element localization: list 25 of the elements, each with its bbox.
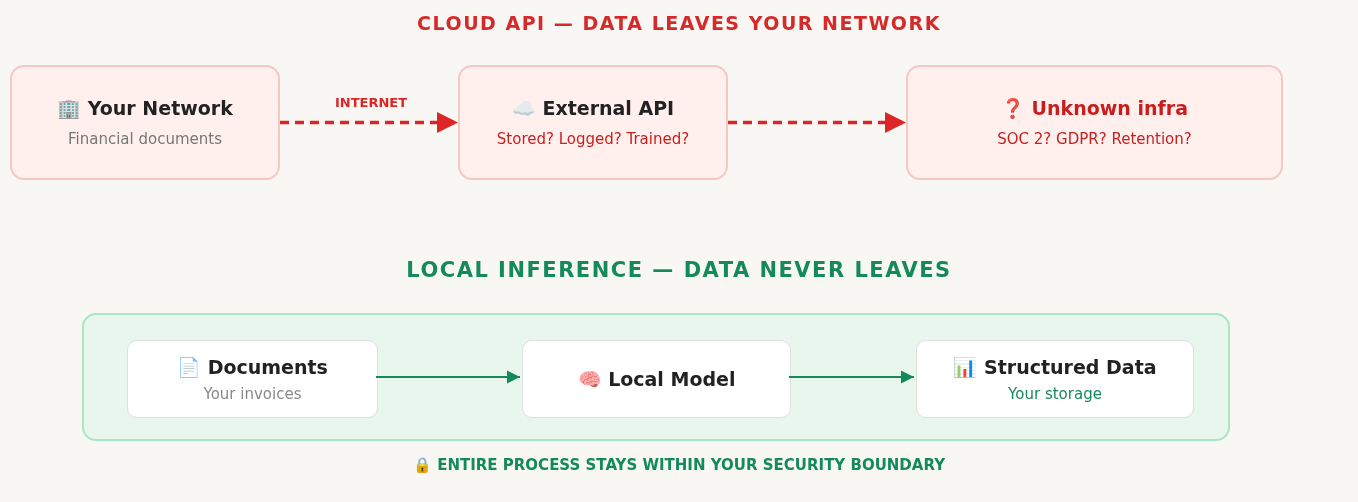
- arrow: [789, 370, 914, 384]
- section-heading: LOCAL INFERENCE — DATA NEVER LEAVES: [405, 258, 953, 282]
- arrow: [280, 112, 458, 133]
- node-title: ☁ External API: [511, 97, 675, 120]
- node-subtitle: Financial documents: [68, 130, 222, 148]
- process-box: [127, 340, 378, 418]
- process-box: [906, 65, 1283, 180]
- boundary-zone: [82, 313, 1230, 441]
- process-box: [916, 340, 1194, 418]
- arrow: [728, 112, 906, 133]
- node-title: 📄 Documents: [177, 355, 328, 379]
- title: CLOUD API — DATA LEAVES YOUR NETWORK: [416, 12, 942, 34]
- node-title: 🧠 Local Model: [577, 367, 736, 391]
- node-title: 📊 Structured Data: [953, 355, 1157, 379]
- process-box: [458, 65, 728, 180]
- process-box: [10, 65, 280, 180]
- node-title: 🏢 Your Network: [57, 97, 233, 120]
- node-title: ❓ Unknown infra: [1001, 97, 1188, 120]
- node-subtitle: Stored? Logged? Trained?: [496, 130, 690, 148]
- footer-note: 🔒 ENTIRE PROCESS STAYS WITHIN YOUR SECURITY BOUNDARY: [411, 456, 946, 474]
- node-subtitle: Your invoices: [203, 384, 302, 403]
- process-box: [522, 340, 791, 418]
- arrow: [376, 370, 520, 384]
- node-subtitle: Your storage: [1008, 384, 1102, 403]
- node-subtitle: SOC 2? GDPR? Retention?: [997, 130, 1192, 148]
